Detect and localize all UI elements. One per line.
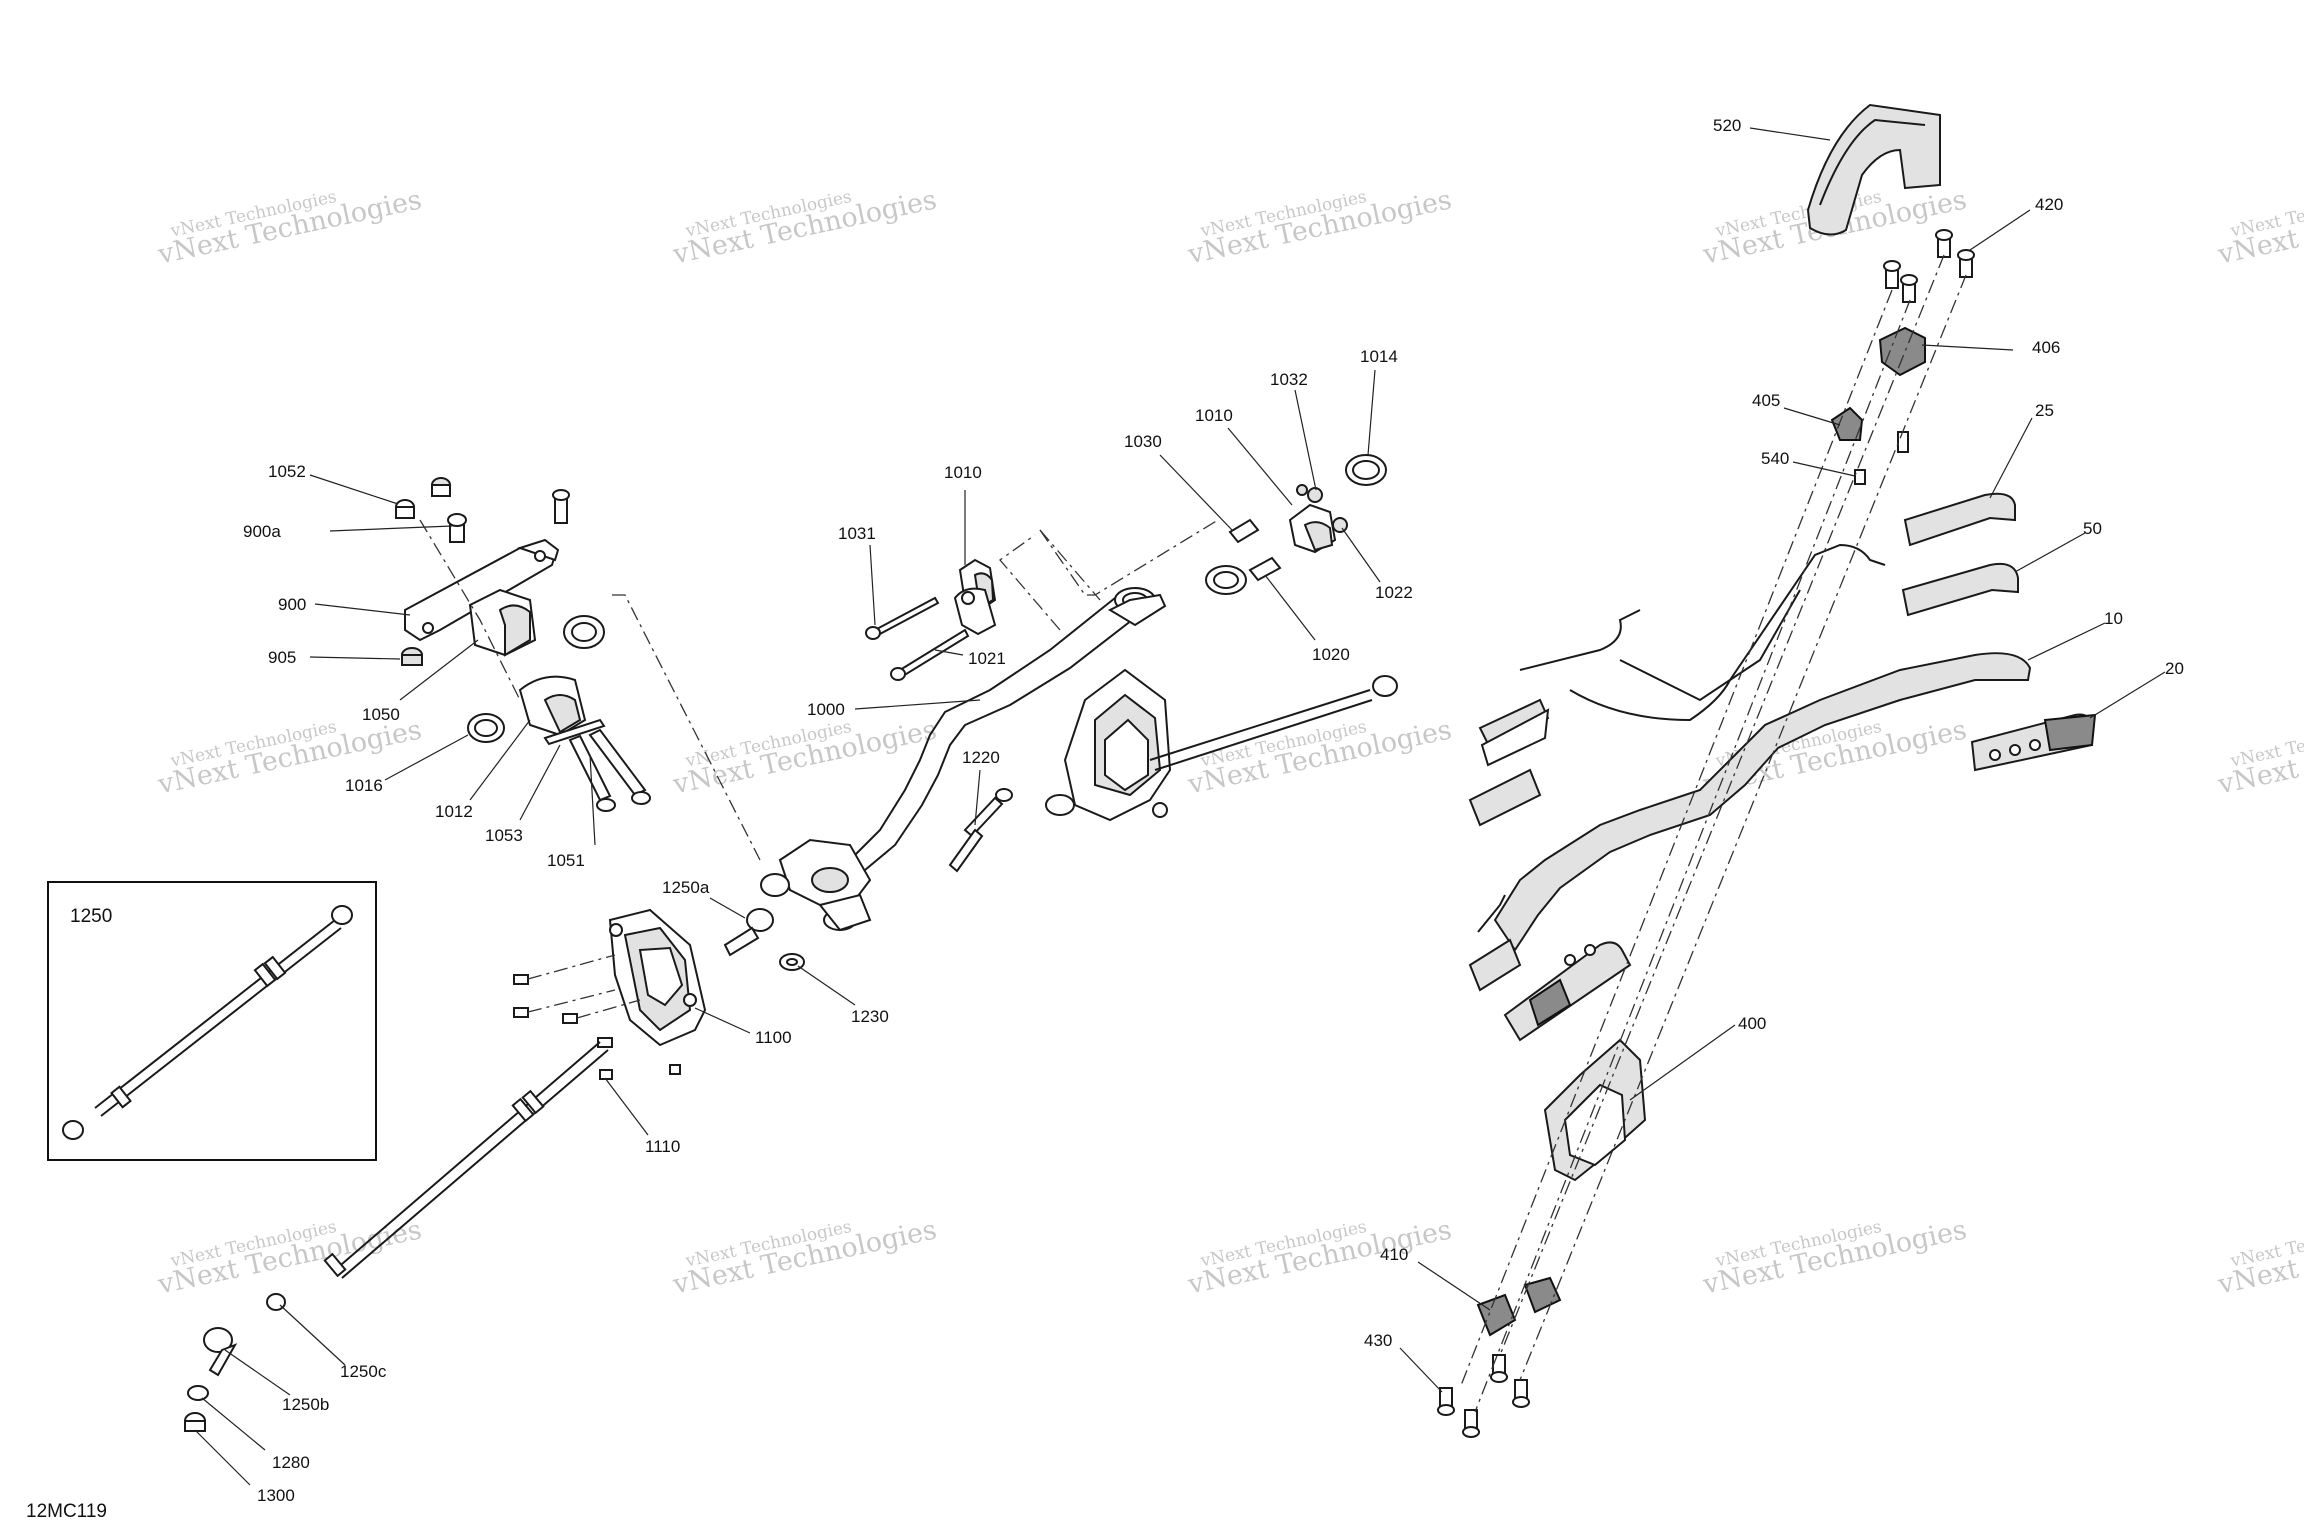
- callout-1250c: 1250c: [340, 1362, 387, 1381]
- ring-1016: [467, 713, 505, 743]
- callout-1250b: 1250b: [282, 1395, 329, 1414]
- shim-1053: [543, 718, 606, 746]
- callout-1014: 1014: [1360, 347, 1398, 366]
- callout-1021: 1021: [968, 649, 1006, 668]
- callout-400: 400: [1738, 1014, 1766, 1033]
- callout-labels: 1052 900a 900 905 1050 1016 1012 1053 10…: [26, 116, 2184, 1522]
- callout-1280: 1280: [272, 1453, 310, 1472]
- bolt-420: [1883, 229, 1975, 303]
- nut-1052: [395, 477, 451, 519]
- rod-end-1250a: [723, 908, 774, 957]
- callout-1012: 1012: [435, 802, 473, 821]
- callout-1010-right: 1010: [1195, 406, 1233, 425]
- grip-520: [1806, 103, 1941, 236]
- callout-1010-center: 1010: [944, 463, 982, 482]
- callout-1000: 1000: [807, 700, 845, 719]
- steering-column-1000: [760, 529, 1167, 932]
- inset-label: 1250: [70, 906, 112, 927]
- callout-1051: 1051: [547, 851, 585, 870]
- callout-20: 20: [2165, 659, 2184, 678]
- figure-id: 12MC119: [26, 1501, 107, 1522]
- callout-10: 10: [2104, 609, 2123, 628]
- callout-1050: 1050: [362, 705, 400, 724]
- clamp-410: [1476, 1293, 1517, 1337]
- tie-rod-upper: [1149, 675, 1398, 771]
- callout-1016: 1016: [345, 776, 383, 795]
- tie-rod-lower: [184, 1041, 609, 1432]
- callout-1250a: 1250a: [662, 878, 710, 897]
- callout-540: 540: [1761, 449, 1789, 468]
- callout-1300: 1300: [257, 1486, 295, 1505]
- callout-406: 406: [2032, 338, 2060, 357]
- bolt-900a: [447, 489, 570, 543]
- clamp-1010-right: [1288, 484, 1348, 554]
- callout-520: 520: [1713, 116, 1741, 135]
- callout-905: 905: [268, 648, 296, 667]
- callout-1052: 1052: [268, 462, 306, 481]
- callout-900: 900: [278, 595, 306, 614]
- callout-1032: 1032: [1270, 370, 1308, 389]
- grip-25: [1903, 492, 2016, 547]
- callout-1022: 1022: [1375, 583, 1413, 602]
- screws-1110: [513, 954, 681, 1080]
- leader-lines: [194, 127, 2166, 1486]
- callout-1030: 1030: [1124, 432, 1162, 451]
- callout-1230: 1230: [851, 1007, 889, 1026]
- clamp-1010-center: [953, 558, 997, 636]
- callout-900a: 900a: [243, 522, 281, 541]
- callout-1020: 1020: [1312, 645, 1350, 664]
- callout-410: 410: [1380, 1245, 1408, 1264]
- grip-50: [1901, 562, 2019, 617]
- steering-box-upper: [1045, 668, 1172, 822]
- callout-50: 50: [2083, 519, 2102, 538]
- clamp-406: [1878, 326, 1926, 377]
- callout-1110: 1110: [645, 1137, 680, 1156]
- steering-box-1100: [608, 908, 707, 1047]
- bolt-1051: [568, 728, 651, 812]
- callout-25: 25: [2035, 401, 2054, 420]
- bolt-1021: [890, 628, 970, 681]
- grip-lower-left: [1503, 941, 1632, 1042]
- callout-1100: 1100: [755, 1028, 792, 1047]
- pin-1030: [1228, 518, 1260, 544]
- handlebar-10: [1493, 652, 2032, 952]
- nut-905: [401, 647, 423, 666]
- left-clamp-assembly: [395, 477, 761, 861]
- bushing-1014: [1345, 454, 1387, 486]
- handlebar-assembly: [1437, 103, 2097, 1438]
- callout-420: 420: [2035, 195, 2063, 214]
- callout-1220: 1220: [962, 748, 1000, 767]
- pin-1020: [1248, 556, 1282, 582]
- inset-1250: [47, 881, 377, 1161]
- callout-1031: 1031: [838, 524, 876, 543]
- callout-405: 405: [1752, 391, 1780, 410]
- bolt-430: [1437, 1354, 1530, 1438]
- screw-1220: [948, 788, 1013, 873]
- grip-20: [1970, 713, 2097, 772]
- callout-1053: 1053: [485, 826, 523, 845]
- bolt-1031: [865, 596, 940, 640]
- clamp-405: [1830, 406, 1864, 441]
- callout-430: 430: [1364, 1331, 1392, 1350]
